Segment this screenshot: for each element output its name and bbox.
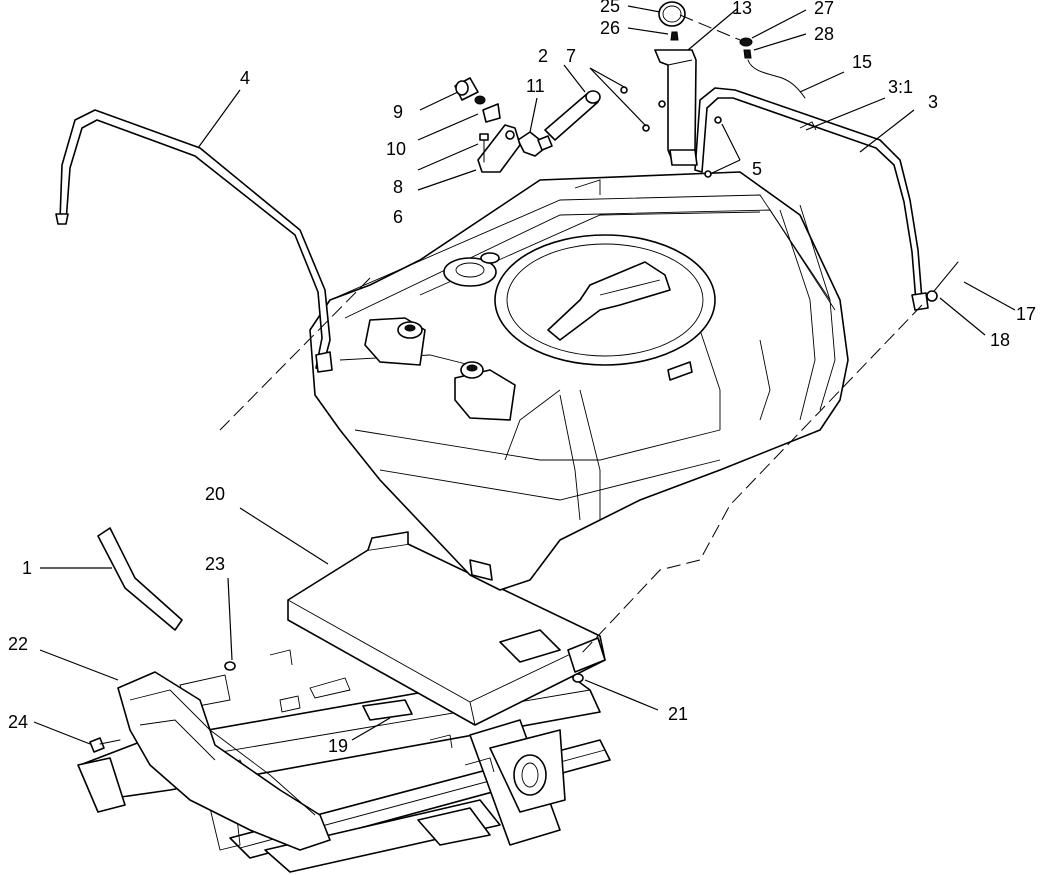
part-25-gauge — [658, 1, 686, 27]
callout-7: 7 — [566, 46, 576, 66]
part-9-fitting — [454, 77, 479, 101]
part-4-strap — [55, 109, 333, 373]
part-15-hose — [747, 59, 806, 99]
callout-4: 4 — [240, 68, 250, 88]
part-1-strip — [97, 527, 183, 631]
callout-1: 1 — [22, 558, 32, 578]
callout-labels: 1 2 3 3:1 4 5 6 7 8 9 10 11 13 15 17 18 … — [8, 0, 1036, 756]
callout-21: 21 — [668, 704, 688, 724]
part-3-strap — [694, 87, 929, 311]
part-19-plate — [362, 699, 413, 721]
callout-9: 9 — [393, 102, 403, 122]
part-23-washer — [224, 661, 236, 671]
callout-18: 18 — [990, 330, 1010, 350]
part-10-nut — [474, 95, 501, 123]
part-22-frame-guard — [117, 671, 331, 851]
part-26-fitting — [670, 31, 679, 41]
callout-23: 23 — [205, 554, 225, 574]
callout-11: 11 — [526, 76, 545, 96]
part-tank — [309, 171, 849, 591]
callout-25: 25 — [600, 0, 620, 16]
part-2-pipe — [544, 90, 601, 141]
callout-13: 13 — [732, 0, 752, 18]
callout-19: 19 — [328, 736, 348, 756]
part-17-bolt — [929, 261, 959, 297]
leader-lines — [33, 5, 1016, 745]
callout-20: 20 — [205, 484, 225, 504]
callout-3-1: 3:1 — [888, 77, 913, 97]
callout-8: 8 — [393, 177, 403, 197]
part-11-elbow — [517, 131, 553, 157]
callout-28: 28 — [814, 24, 834, 44]
callout-15: 15 — [852, 52, 872, 72]
callout-27: 27 — [814, 0, 834, 18]
part-21-bolt — [572, 673, 584, 683]
callout-26: 26 — [600, 18, 620, 38]
callout-6: 6 — [393, 207, 403, 227]
callout-22: 22 — [8, 634, 28, 654]
part-5-screws — [704, 116, 722, 178]
callout-2: 2 — [538, 46, 548, 66]
part-20-tray — [287, 531, 606, 726]
callout-5: 5 — [752, 159, 762, 179]
callout-3: 3 — [928, 92, 938, 112]
part-7-screws — [620, 86, 666, 132]
part-18-washer — [926, 290, 938, 302]
part-28-fitting — [743, 49, 752, 59]
part-8-bolt — [479, 133, 489, 163]
callout-10: 10 — [386, 139, 406, 159]
assembly-lines — [219, 14, 923, 656]
callout-24: 24 — [8, 712, 28, 732]
part-13-bracket — [654, 49, 698, 166]
part-27-washer — [739, 37, 753, 47]
part-6-bracket — [477, 124, 521, 173]
part-24-bolt — [89, 737, 121, 753]
callout-17: 17 — [1016, 304, 1036, 324]
